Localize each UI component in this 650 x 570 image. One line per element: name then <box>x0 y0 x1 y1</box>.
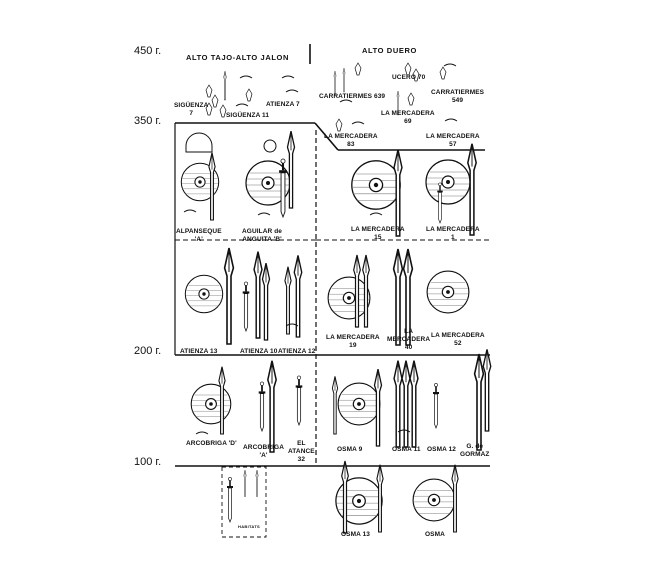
date-label-100: 100 г. <box>134 456 162 468</box>
site-label-line: CARRATIERMES <box>431 89 485 96</box>
site-label-line: 32 <box>297 456 306 463</box>
site-label-line: AGUILAR de <box>242 228 282 235</box>
site-label-mercadera-19: LA MERCADERA 19 <box>326 334 380 350</box>
date-label-200: 200 г. <box>134 345 162 357</box>
site-label-line: EL <box>297 440 306 447</box>
site-label-atienza-7: ATIENZA 7 <box>266 101 300 109</box>
site-label-arcobriga-a: ARCOBRIGA 'A' <box>243 444 284 460</box>
site-label-line: LA MERCADERA <box>431 332 485 339</box>
site-label-line: LA MERCADERA <box>326 334 380 341</box>
site-label-line: 'A' <box>194 236 203 243</box>
site-label-line: 57 <box>449 141 457 148</box>
site-label-line: 19 <box>349 342 357 349</box>
site-label-mercadera-1: LA MERCADERA 1 <box>426 226 480 242</box>
site-label-line: ALPANSEQUE <box>176 228 222 235</box>
site-label-line: 549 <box>451 97 464 104</box>
site-label-atienza-12: ATIENZA 12 <box>278 348 315 356</box>
site-label-line: OSMA 12 <box>427 446 456 453</box>
site-label-line: ARCOBRIGA <box>243 444 284 451</box>
site-label-gormaz: G. de GORMAZ <box>460 443 490 459</box>
site-label-osma: OSMA <box>425 531 445 539</box>
site-label-line: LA MERCADERA <box>381 110 435 117</box>
site-label-line: ATANCE <box>288 448 315 455</box>
site-label-line: G. de <box>466 443 484 450</box>
site-label-line: GORMAZ <box>460 451 490 458</box>
site-label-line: ANGUITA 'B' <box>242 236 282 243</box>
site-label-siguenza-11: SIGÜENZA 11 <box>226 112 269 120</box>
site-label-line: 69 <box>404 118 412 125</box>
site-label-alpanseque: ALPANSEQUE 'A' <box>176 228 222 244</box>
site-label-arcobriga-d: ARCOBRIGA 'D' <box>186 440 237 448</box>
site-label-line: ATIENZA 13 <box>180 348 218 355</box>
site-label-line: 83 <box>347 141 355 148</box>
date-label-350: 350 г. <box>134 115 162 127</box>
site-label-mercadera-52: LA MERCADERA 52 <box>431 332 485 348</box>
site-label-line: 'A' <box>259 452 268 459</box>
site-label-carratiermes-549: CARRATIERMES 549 <box>431 89 484 105</box>
site-label-line: 1 <box>450 234 455 241</box>
site-label-mercadera-15: LA MERCADERA 15 <box>351 226 405 242</box>
site-label-line: ATIENZA 12 <box>278 348 316 355</box>
site-label-carratiermes-639: CARRATIERMES 639 <box>319 93 385 101</box>
habitats-box <box>221 466 267 538</box>
site-label-mercadera-40: LA MERCADERA 40 <box>387 328 430 352</box>
site-label-line: ARCOBRIGA 'D' <box>186 440 237 447</box>
site-label-atienza-10: ATIENZA 10 <box>240 348 277 356</box>
date-label-450: 450 г. <box>134 45 162 57</box>
site-label-el-atance: EL ATANCE 32 <box>288 440 315 464</box>
site-label-line: 7 <box>189 110 194 117</box>
site-label-line: 40 <box>404 344 413 351</box>
site-label-line: SIGÜENZA 11 <box>226 112 270 119</box>
site-label-line: OSMA 9 <box>337 446 363 453</box>
site-label-line: LA MERCADERA <box>426 226 480 233</box>
habitats-label: HABITATS <box>238 524 261 529</box>
site-label-mercadera-57: LA MERCADERA 57 <box>426 133 480 149</box>
site-label-line: LA MERCADERA <box>324 133 378 140</box>
site-label-line: 52 <box>454 340 462 347</box>
site-label-osma-12: OSMA 12 <box>427 446 456 454</box>
site-label-osma-9: OSMA 9 <box>337 446 362 454</box>
site-label-line: ATIENZA 7 <box>266 101 300 108</box>
site-label-line: LA MERCADERA <box>351 226 405 233</box>
site-label-line: OSMA <box>425 531 445 538</box>
site-label-line: SIGÜENZA <box>174 102 209 109</box>
site-label-siguenza-7: SIGÜENZA 7 <box>174 102 208 118</box>
site-label-line: LA MERCADERA <box>426 133 480 140</box>
site-label-osma-11: OSMA 11 <box>392 446 421 454</box>
site-label-line: 15 <box>374 234 382 241</box>
region-right-heading: ALTO DUERO <box>362 46 417 55</box>
site-label-ucero-70: UCERO 70 <box>392 74 425 82</box>
site-label-aguilar-de-anguita: AGUILAR de ANGUITA 'B' <box>242 228 282 244</box>
site-label-line: OSMA 11 <box>392 446 421 453</box>
site-label-line: LA <box>404 328 414 335</box>
site-label-mercadera-69: LA MERCADERA 69 <box>381 110 435 126</box>
site-label-line: OSMA 13 <box>341 531 370 538</box>
site-label-line: MERCADERA <box>387 336 431 343</box>
site-label-mercadera-83: LA MERCADERA 83 <box>324 133 378 149</box>
site-label-line: ATIENZA 10 <box>240 348 278 355</box>
site-label-atienza-13: ATIENZA 13 <box>180 348 217 356</box>
site-label-line: UCERO 70 <box>392 74 426 81</box>
region-left-heading: ALTO TAJO-ALTO JALON <box>186 53 289 62</box>
site-label-line: CARRATIERMES 639 <box>319 93 386 100</box>
site-label-osma-13: OSMA 13 <box>341 531 370 539</box>
